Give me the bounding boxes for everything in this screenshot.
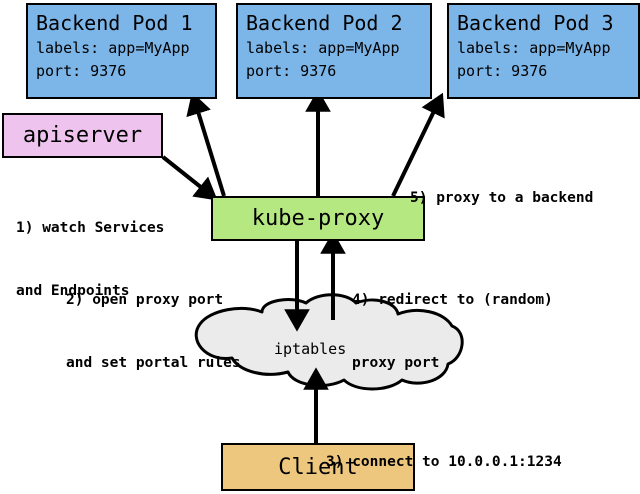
backend-pod-1-title: Backend Pod 1	[36, 11, 193, 35]
step-2-label: 2) open proxy port and set portal rules	[66, 248, 241, 416]
step-3-line-1: 3) connect to 10.0.0.1:1234	[326, 454, 562, 470]
backend-pod-1-port: port: 9376	[36, 62, 127, 80]
backend-pod-2-labels: labels: app=MyApp	[246, 39, 400, 57]
backend-pod-2-port: port: 9376	[246, 62, 337, 80]
backend-pod-2-box[interactable]: Backend Pod 2 labels: app=MyApp port: 93…	[236, 3, 432, 99]
step-4-line-1: 4) redirect to (random)	[352, 292, 553, 308]
step-1-line-1: 1) watch Services	[16, 220, 165, 236]
step-4-label: 4) redirect to (random) proxy port	[352, 248, 553, 416]
step-2-line-2: and set portal rules	[66, 355, 241, 371]
apiserver-box[interactable]: apiserver	[2, 113, 163, 158]
client-label: Client	[278, 454, 358, 480]
backend-pod-1-box[interactable]: Backend Pod 1 labels: app=MyApp port: 93…	[26, 3, 217, 99]
backend-pod-2-title: Backend Pod 2	[246, 11, 403, 35]
step-5-line-1: 5) proxy to a backend	[410, 190, 594, 206]
backend-pod-3-port: port: 9376	[457, 62, 548, 80]
step-1-line-2: and Endpoints	[16, 283, 130, 299]
iptables-label: iptables	[274, 340, 347, 358]
backend-pod-1-labels: labels: app=MyApp	[36, 39, 190, 57]
iptables-cloud	[194, 293, 464, 391]
backend-pod-3-title: Backend Pod 3	[457, 11, 614, 35]
client-box[interactable]: Client	[221, 443, 415, 491]
kube-proxy-box[interactable]: kube-proxy	[211, 196, 425, 241]
step-4-line-2: proxy port	[352, 355, 440, 371]
backend-pod-3-box[interactable]: Backend Pod 3 labels: app=MyApp port: 93…	[447, 3, 640, 99]
apiserver-label: apiserver	[22, 123, 143, 148]
backend-pod-3-labels: labels: app=MyApp	[457, 39, 611, 57]
step-5-label: 5) proxy to a backend	[410, 146, 593, 251]
kube-proxy-label: kube-proxy	[251, 206, 385, 231]
step-2-line-1: 2) open proxy port	[66, 292, 224, 308]
step-3-label: 3) connect to 10.0.0.1:1234	[326, 410, 562, 494]
step-1-label: 1) watch Services and Endpoints	[16, 176, 164, 344]
